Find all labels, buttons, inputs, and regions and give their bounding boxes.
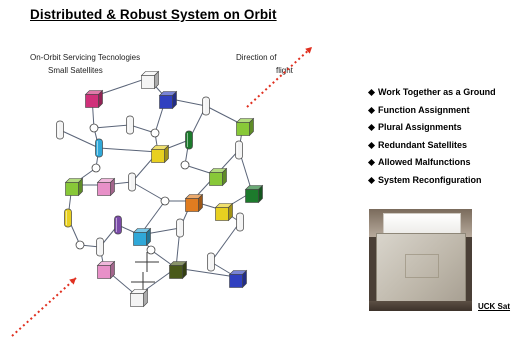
ring-satellite-icon xyxy=(180,160,190,170)
label-servicing-technologies: On-Orbit Servicing Tecnologies xyxy=(30,53,141,62)
cylinder-satellite-icon xyxy=(236,212,244,232)
network-link xyxy=(131,181,166,202)
label-direction-of: Direction of xyxy=(236,53,277,62)
ring-satellite-icon xyxy=(75,240,85,250)
list-item: Work Together as a Ground xyxy=(367,84,496,102)
feature-list: Work Together as a Ground Function Assig… xyxy=(367,84,496,189)
label-small-satellites: Small Satellites xyxy=(48,66,103,75)
cube-satellite-icon xyxy=(158,90,178,110)
cube-satellite-icon xyxy=(140,70,160,90)
ring-satellite-icon xyxy=(146,245,156,255)
flight-direction-arrows xyxy=(11,46,313,337)
arrowhead-icon xyxy=(305,47,312,54)
network-link xyxy=(98,147,159,153)
cylinder-satellite-icon xyxy=(56,120,64,140)
diamond-bullet-icon xyxy=(367,89,376,97)
network-crosshairs xyxy=(131,252,159,292)
network-links xyxy=(59,77,253,297)
ring-satellite-icon xyxy=(91,163,101,173)
cube-satellite-icon xyxy=(150,144,170,164)
cube-satellite-icon xyxy=(96,177,116,197)
cylinder-satellite-icon xyxy=(235,140,243,160)
cylinder-satellite-icon xyxy=(64,208,72,228)
ring-satellite-icon xyxy=(89,123,99,133)
ring-satellite-icon xyxy=(160,196,170,206)
cube-satellite-icon xyxy=(132,227,152,247)
cube-satellite-icon xyxy=(96,260,116,280)
cube-satellite-icon xyxy=(184,193,204,213)
flight-arrow xyxy=(11,277,77,337)
cylinder-satellite-icon xyxy=(126,115,134,135)
page-title: Distributed & Robust System on Orbit xyxy=(30,7,277,22)
cylinder-satellite-icon xyxy=(207,252,215,272)
network-link xyxy=(93,124,131,129)
cylinder-satellite-icon xyxy=(96,237,104,257)
cube-satellite-icon xyxy=(235,117,255,137)
arrowhead-icon xyxy=(69,278,76,285)
flight-arrow xyxy=(246,46,313,108)
satellite-nodes xyxy=(56,70,264,308)
cylinder-satellite-icon xyxy=(95,138,103,158)
cylinder-satellite-icon xyxy=(176,218,184,238)
network-link xyxy=(59,129,100,149)
diamond-bullet-icon xyxy=(367,159,376,167)
cube-satellite-icon xyxy=(168,260,188,280)
satellite-network-diagram xyxy=(11,46,313,337)
cube-satellite-icon xyxy=(214,202,234,222)
list-item: Allowed Malfunctions xyxy=(367,154,496,172)
network-link xyxy=(210,221,241,263)
diamond-bullet-icon xyxy=(367,106,376,114)
list-item: Redundant Satellites xyxy=(367,137,496,155)
cylinder-satellite-icon xyxy=(114,215,122,235)
list-item: Function Assignment xyxy=(367,102,496,120)
diamond-bullet-icon xyxy=(367,124,376,132)
uck-sat-photo xyxy=(369,209,472,311)
diamond-bullet-icon xyxy=(367,176,376,184)
cube-satellite-icon xyxy=(208,167,228,187)
cube-satellite-icon xyxy=(84,89,104,109)
cylinder-satellite-icon xyxy=(128,172,136,192)
diamond-bullet-icon xyxy=(367,141,376,149)
label-flight: flight xyxy=(276,66,293,75)
cylinder-satellite-icon xyxy=(202,96,210,116)
cube-satellite-icon xyxy=(228,269,248,289)
list-item: Plural Assignments xyxy=(367,119,496,137)
cube-satellite-icon xyxy=(244,184,264,204)
ring-satellite-icon xyxy=(150,128,160,138)
cylinder-satellite-icon xyxy=(185,130,193,150)
cube-satellite-icon xyxy=(64,177,84,197)
photo-caption: UCK Sat xyxy=(478,302,511,311)
list-item: System Reconfiguration xyxy=(367,172,496,190)
cube-satellite-icon xyxy=(129,288,149,308)
